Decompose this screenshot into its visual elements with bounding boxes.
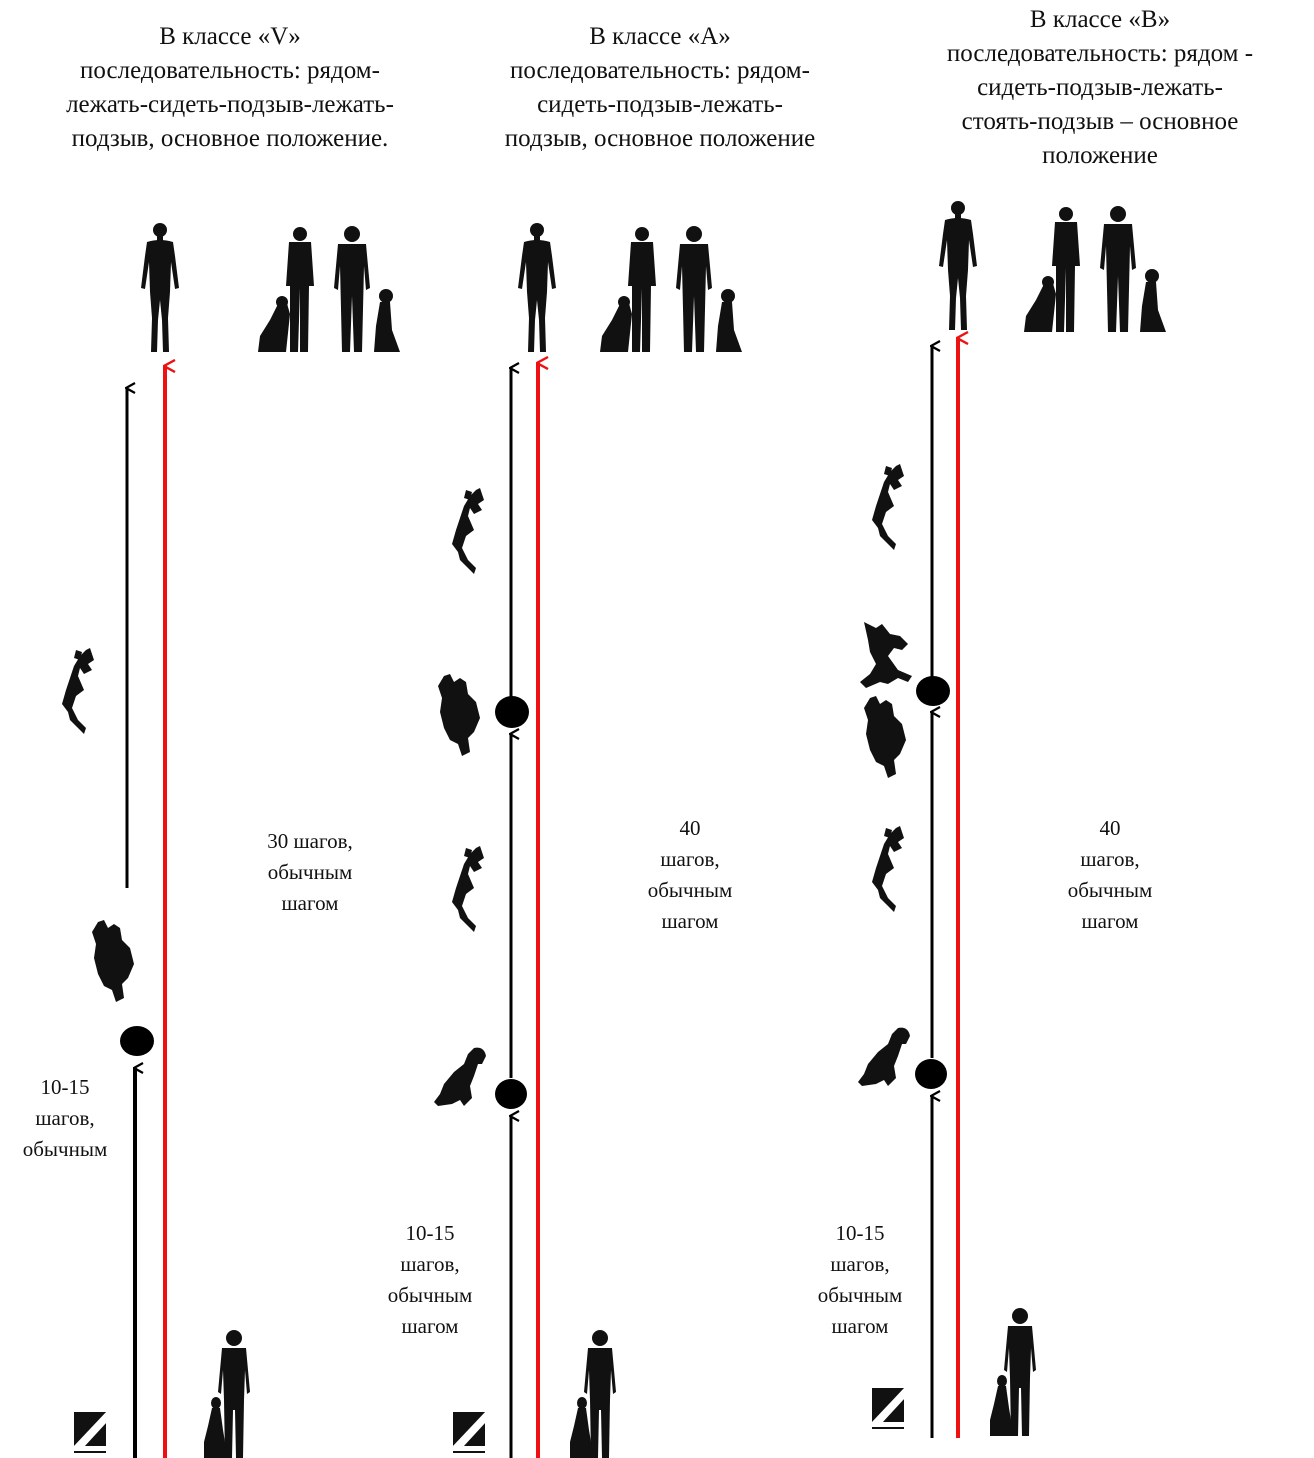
dog-running-icon	[872, 464, 904, 550]
handler-with-dog-icon	[600, 226, 742, 352]
heading-class-b: В классе «В» последовательность: рядом -…	[946, 6, 1254, 169]
dog-running-icon	[62, 648, 94, 734]
stop-point-icon	[495, 1079, 527, 1109]
handler-with-dog-icon	[258, 226, 400, 352]
dog-running-icon	[452, 488, 484, 574]
start-flag-icon	[870, 1386, 906, 1429]
distance-label-short-v: 10-15 шагов, обычным	[22, 1075, 108, 1161]
handler-with-dog-icon	[990, 1308, 1036, 1436]
dog-lying-icon	[438, 674, 480, 756]
dog-sitting-icon	[434, 1047, 486, 1106]
heading-class-a: В классе «А» последовательность: рядом- …	[504, 23, 816, 152]
heading-class-v: В классе «V» последовательность: рядом- …	[66, 23, 394, 152]
start-flag-icon	[451, 1410, 487, 1453]
person-standing-icon	[518, 223, 556, 352]
person-standing-icon	[939, 201, 977, 330]
dog-standing-icon	[860, 622, 912, 688]
handler-with-dog-icon	[1024, 206, 1166, 332]
handler-with-dog-icon	[204, 1330, 250, 1458]
distance-label-long-a: 40 шагов, обычным шагом	[647, 816, 733, 929]
dog-running-icon	[872, 826, 904, 912]
person-standing-icon	[141, 223, 179, 352]
stop-point-icon	[916, 676, 950, 706]
dog-running-icon	[452, 846, 484, 932]
distance-label-long-b: 40 шагов, обычным шагом	[1067, 816, 1153, 933]
distance-label-long-v: 30 шагов, обычным шагом	[267, 829, 353, 915]
distance-label-short-b: 10-15 шагов, обычным шагом	[817, 1221, 903, 1338]
handler-with-dog-icon	[570, 1330, 616, 1458]
dog-lying-icon	[92, 920, 134, 1002]
start-flag-icon	[72, 1410, 108, 1453]
stop-point-icon	[915, 1059, 947, 1089]
stop-point-icon	[120, 1026, 154, 1056]
distance-label-short-a: 10-15 шагов, обычным шагом	[387, 1221, 473, 1338]
dog-lying-icon	[864, 696, 906, 778]
dog-sitting-icon	[858, 1027, 910, 1086]
stop-point-icon	[495, 696, 529, 728]
